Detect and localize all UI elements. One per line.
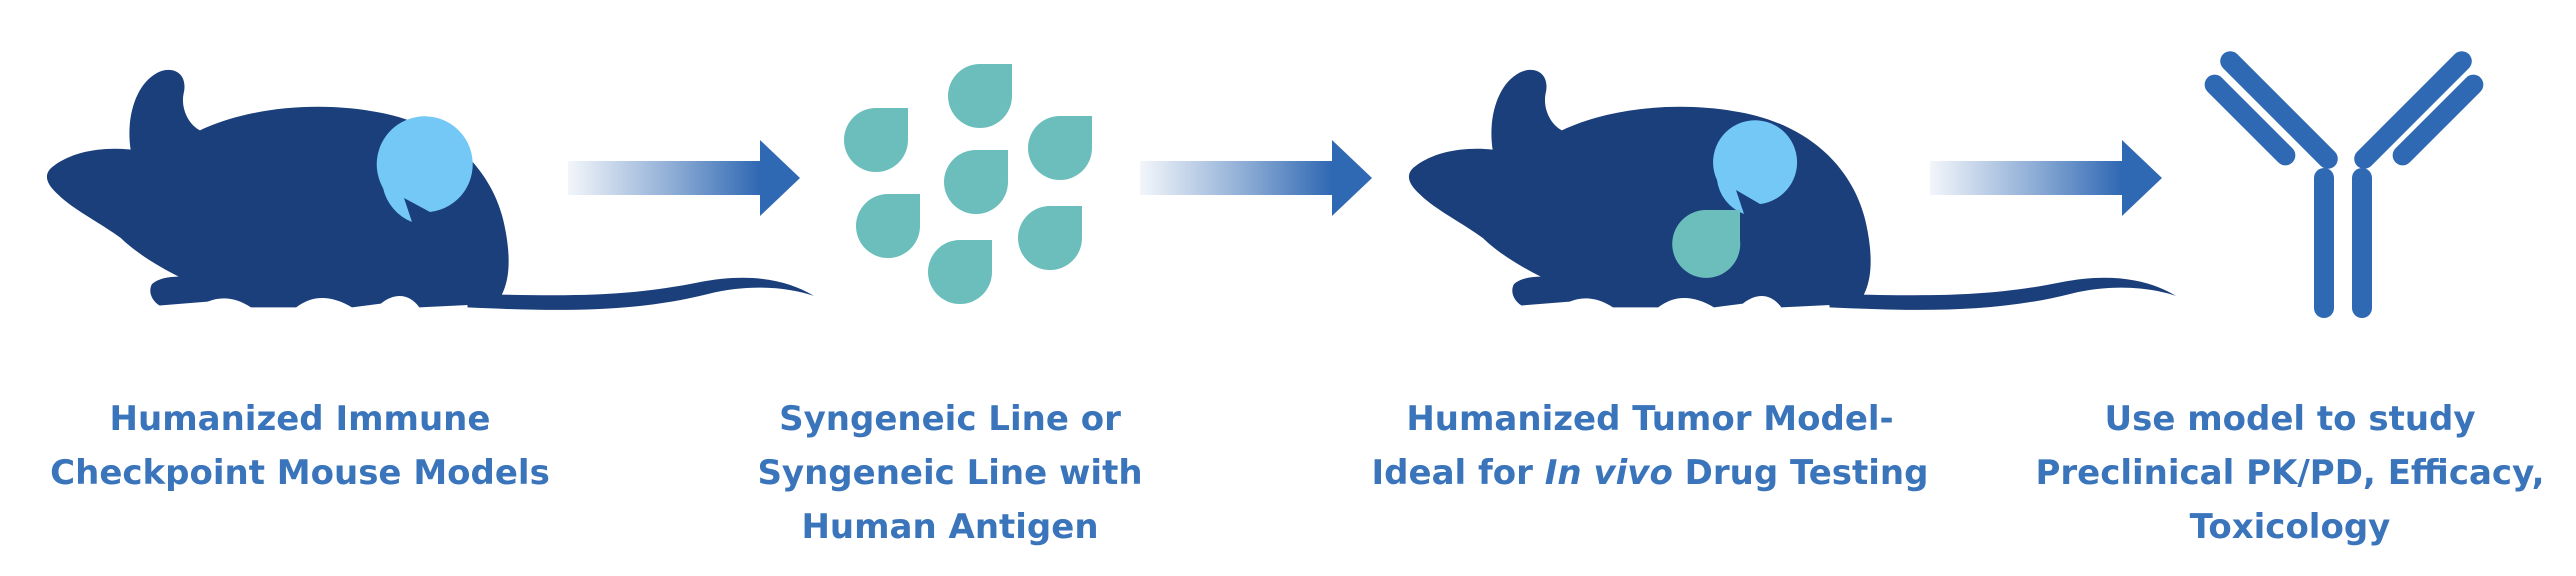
step-3-line-2-after: Drug Testing [1672,453,1929,493]
arrow-icon [568,140,800,216]
step-2-line-1: Syngeneic Line or [779,399,1121,439]
step-2-line-2: Syngeneic Line with [757,453,1143,493]
step-3-line-2-before: Ideal for [1371,453,1545,493]
step-3-line-2-italic: In vivo [1544,453,1673,493]
arrow-icon [1930,140,2162,216]
tumor-cell-icon [1672,210,1741,278]
step-1-line-1: Humanized Immune [109,399,491,439]
step-3-line-2: Ideal for In vivo Drug Testing [1330,446,1970,500]
arrow-icon [1140,140,1372,216]
step-1-label: Humanized Immune Checkpoint Mouse Models [20,392,580,500]
step-4-line-2: Preclinical PK/PD, Efficacy, [2035,453,2545,493]
mouse-with-tumor-icon [1408,69,2176,310]
tumor-cells-icon [844,64,1092,304]
step-4-label: Use model to study Preclinical PK/PD, Ef… [2030,392,2550,554]
step-2-label: Syngeneic Line or Syngeneic Line with Hu… [720,392,1180,554]
step-4-line-3: Toxicology [2189,507,2391,547]
step-1-line-2: Checkpoint Mouse Models [50,453,550,493]
mouse-icon [46,69,814,310]
antibody-icon [2204,51,2484,318]
tumor-light-icon [376,116,473,222]
tumor-light-icon [1713,120,1798,214]
step-3-line-1: Humanized Tumor Model- [1406,399,1894,439]
step-2-line-3: Human Antigen [801,507,1099,547]
step-4-line-1: Use model to study [2104,399,2476,439]
step-3-label: Humanized Tumor Model- Ideal for In vivo… [1330,392,1970,500]
